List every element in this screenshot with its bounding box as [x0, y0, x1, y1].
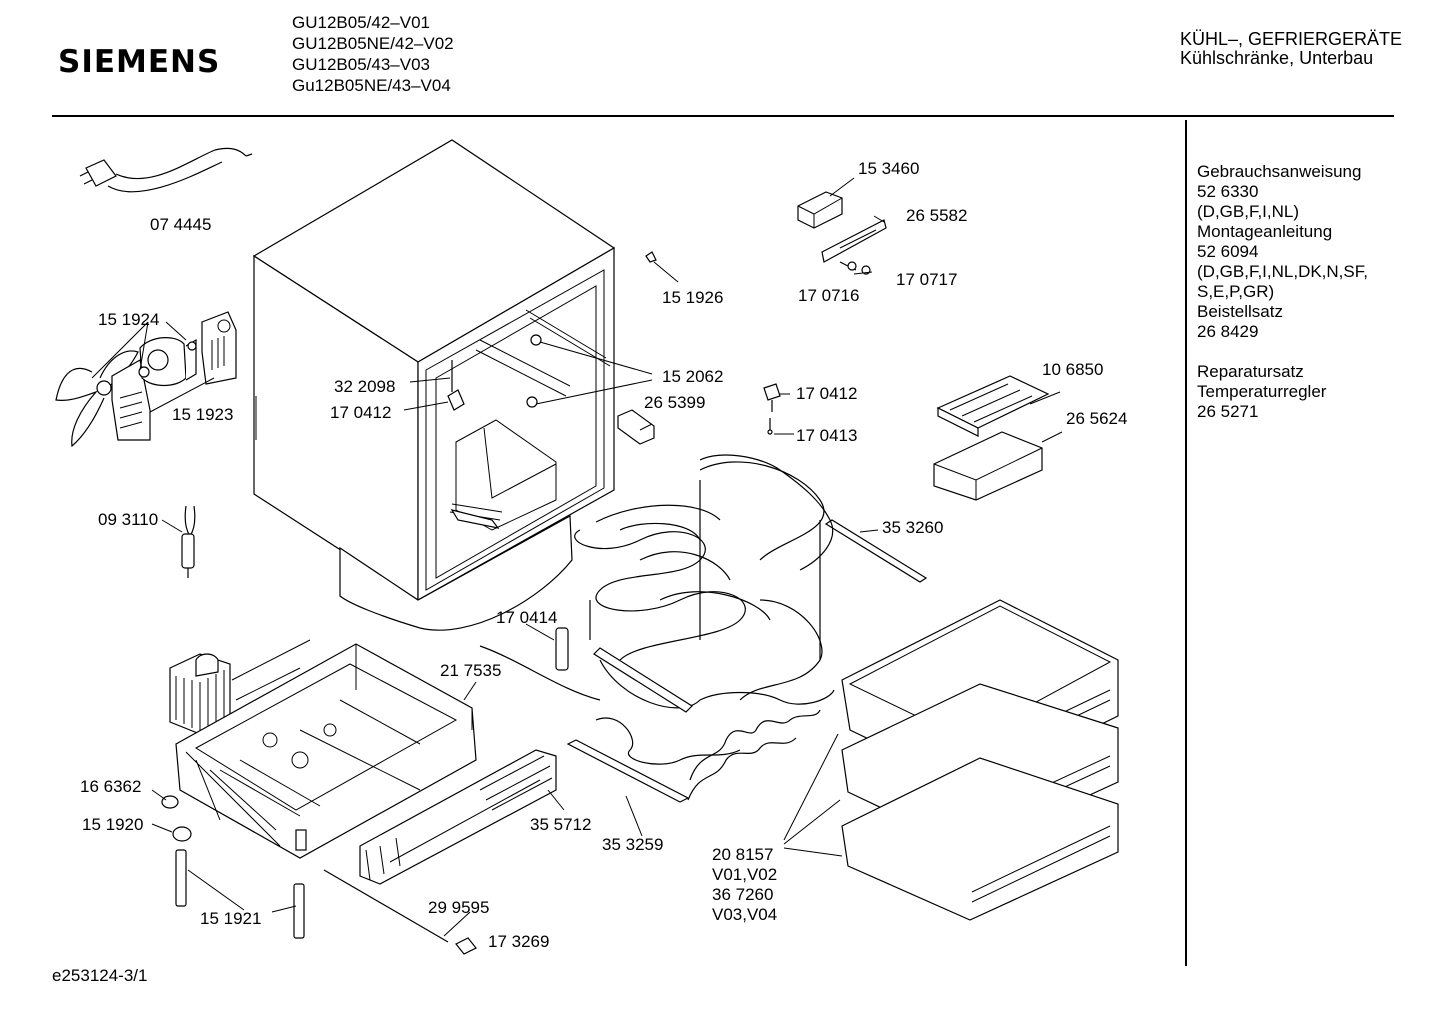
sidebar-line: Temperaturregler [1197, 382, 1327, 401]
part-label-153460: 15 3460 [858, 159, 919, 178]
part-label-353259: 35 3259 [602, 835, 663, 854]
part-label-106850: 10 6850 [1042, 360, 1103, 379]
part-label-093110: 09 3110 [98, 510, 158, 529]
category-line-1: KÜHL–, GEFRIERGERÄTE [1180, 29, 1403, 49]
sidebar-line: 26 8429 [1197, 322, 1259, 341]
sidebar-line: Gebrauchsanweisung [1197, 162, 1362, 181]
part-label-151921: 15 1921 [200, 909, 261, 928]
sidebar-line: (D,GB,F,I,NL) [1197, 202, 1300, 221]
part-label-299595: 29 9595 [428, 898, 489, 917]
sidebar-line: Beistellsatz [1197, 302, 1283, 321]
part-label-151926: 15 1926 [662, 288, 723, 307]
part-label-151923: 15 1923 [172, 405, 233, 424]
sidebar-line: (D,GB,F,I,NL,DK,N,SF, [1197, 262, 1368, 281]
sidebar-line: S,E,P,GR) [1197, 282, 1275, 301]
part-label-217535: 21 7535 [440, 661, 501, 680]
sidebar-line: 52 6330 [1197, 182, 1259, 201]
tray-part [933, 375, 1050, 501]
part-label-208157: 20 8157 [712, 845, 773, 864]
sidebar-docs: Gebrauchsanweisung 52 6330 (D,GB,F,I,NL)… [1197, 162, 1368, 422]
leader-lines [91, 177, 1063, 937]
sidebar-line: 26 5271 [1197, 402, 1259, 421]
exploded-parts-diagram: 07 4445 15 1924 15 1923 09 3110 15 1926 … [55, 139, 1127, 955]
part-label-265582: 26 5582 [906, 206, 967, 225]
model-4: Gu12B05NE/43–V04 [292, 76, 451, 95]
sidebar-line [1197, 342, 1368, 362]
cabinet-liner-part [252, 139, 616, 631]
drain-rod-part [323, 869, 477, 955]
sidebar-line: Montageanleitung [1197, 222, 1333, 241]
document-id: e253124-3/1 [52, 966, 148, 985]
part-label-173269: 17 3269 [488, 932, 549, 951]
brand-logo: SIEMENS [58, 44, 221, 80]
base-compressor-part [169, 639, 477, 859]
header-divider [52, 115, 1394, 117]
part-label-265399: 26 5399 [644, 393, 705, 412]
model-3: GU12B05/43–V03 [292, 55, 430, 74]
part-label-166362: 16 6362 [80, 777, 141, 796]
thermostat-part [797, 191, 887, 275]
model-1: GU12B05/42–V01 [292, 13, 430, 32]
lamp-holder-part [763, 383, 781, 435]
part-label-170412-b: 17 0412 [796, 384, 857, 403]
part-label-265624: 26 5624 [1066, 409, 1127, 428]
part-label-151924: 15 1924 [98, 310, 159, 329]
part-label-353260: 35 3260 [882, 518, 943, 537]
part-label-170717: 17 0717 [896, 270, 957, 289]
part-label-170716: 17 0716 [798, 286, 859, 305]
part-label-355712: 35 5712 [530, 815, 591, 834]
sidebar-divider [1185, 120, 1187, 966]
evaporator-coil-part [479, 454, 835, 801]
part-label-v0304: V03,V04 [712, 905, 777, 924]
category: KÜHL–, GEFRIERGERÄTE Kühlschränke, Unter… [1180, 30, 1402, 68]
power-cord-part [79, 147, 253, 193]
model-2: GU12B05NE/42–V02 [292, 34, 454, 53]
part-label-v0102: V01,V02 [712, 865, 777, 884]
part-label-170412-a: 17 0412 [330, 403, 391, 422]
sidebar-line: Reparatursatz [1197, 362, 1304, 381]
part-label-170413: 17 0413 [796, 426, 857, 445]
cabinet-small-parts [447, 251, 657, 529]
sensor-part [181, 505, 196, 578]
part-label-074445: 07 4445 [150, 215, 211, 234]
fan-motor-part [55, 311, 237, 448]
part-labels: 07 4445 15 1924 15 1923 09 3110 15 1926 … [80, 159, 1127, 951]
category-line-2: Kühlschränke, Unterbau [1180, 48, 1374, 68]
part-label-152062: 15 2062 [662, 367, 723, 386]
rails-part [359, 519, 928, 885]
drawers-part [841, 599, 1119, 921]
feet-part [161, 795, 305, 939]
part-label-367260: 36 7260 [712, 885, 773, 904]
part-label-170414: 17 0414 [496, 608, 557, 627]
part-label-322098: 32 2098 [334, 377, 395, 396]
model-list: GU12B05/42–V01 GU12B05NE/42–V02 GU12B05/… [292, 12, 454, 96]
part-label-151920: 15 1920 [82, 815, 143, 834]
sidebar-line: 52 6094 [1197, 242, 1259, 261]
